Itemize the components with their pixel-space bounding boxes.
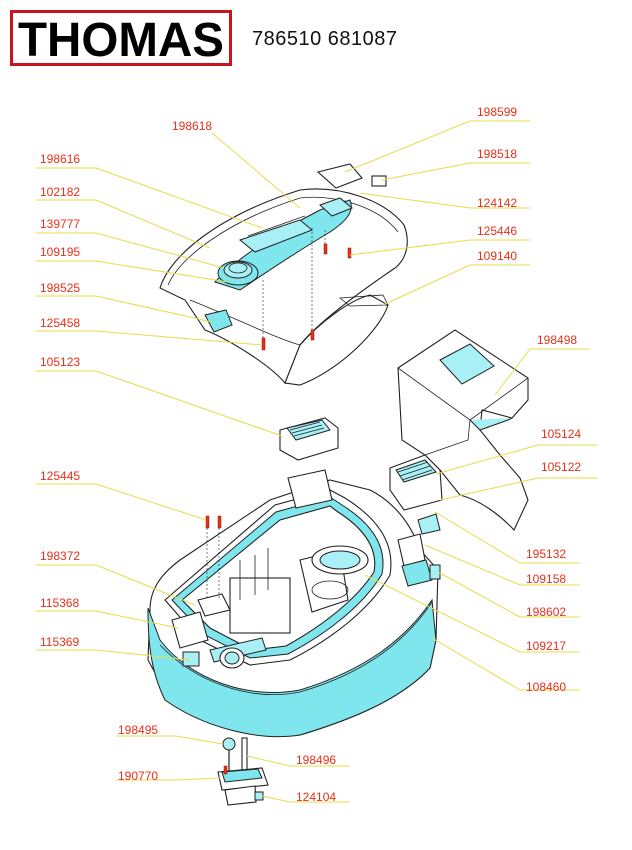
part-label-105123: 105123 [40, 355, 80, 369]
part-label-198618: 198618 [172, 119, 212, 133]
part-label-198495: 198495 [118, 723, 158, 737]
part-label-198525: 198525 [40, 281, 80, 295]
part-label-198372: 198372 [40, 549, 80, 563]
part-label-198616: 198616 [40, 152, 80, 166]
part-label-125458: 125458 [40, 316, 80, 330]
part-label-125446: 125446 [477, 224, 517, 238]
part-label-198602: 198602 [526, 605, 566, 619]
part-label-108460: 108460 [526, 680, 566, 694]
part-label-198496: 198496 [296, 753, 336, 767]
filter-drawing [279, 417, 339, 461]
part-label-124104: 124104 [296, 790, 336, 804]
part-label-198518: 198518 [477, 147, 517, 161]
model-numbers: 786510 681087 [252, 28, 398, 50]
part-label-125445: 125445 [40, 469, 80, 483]
part-label-190770: 190770 [118, 769, 158, 783]
part-label-124142: 124142 [477, 196, 517, 210]
pump-drawing [389, 454, 443, 535]
part-label-198599: 198599 [477, 105, 517, 119]
part-label-109140: 109140 [477, 249, 517, 263]
part-label-115369: 115369 [40, 635, 79, 649]
main-body-drawing [147, 469, 441, 738]
part-label-105122: 105122 [541, 460, 581, 474]
part-label-139777: 139777 [40, 217, 80, 231]
part-label-109217: 109217 [526, 639, 566, 653]
callouts: 198599 198618 198518 198616 124142 10218… [36, 105, 598, 804]
part-label-115368: 115368 [40, 596, 79, 610]
part-label-195132: 195132 [526, 547, 566, 561]
part-label-102182: 102182 [40, 185, 80, 199]
part-label-109195: 109195 [40, 245, 80, 259]
part-label-198498: 198498 [537, 333, 577, 347]
thomas-logo: THOMAS [10, 10, 232, 66]
part-label-109158: 109158 [526, 572, 566, 586]
small-parts-drawing [217, 737, 269, 806]
brand-text: THOMAS [18, 14, 224, 66]
top-cover-drawing [159, 163, 408, 386]
part-label-105124: 105124 [541, 427, 581, 441]
